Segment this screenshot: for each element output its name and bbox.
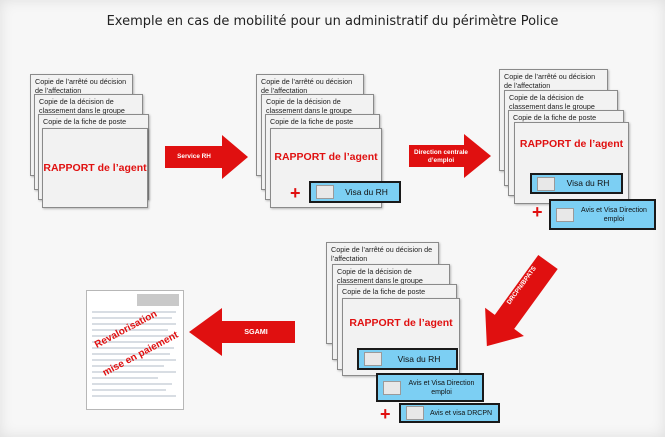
payslip-line bbox=[92, 383, 172, 385]
visa-direction-box: Avis et Visa Direction emploi bbox=[376, 373, 484, 402]
doc-card-classement-label: Copie de la décision de classement dans … bbox=[266, 97, 352, 115]
payslip-line bbox=[92, 329, 168, 331]
payslip-line bbox=[92, 377, 158, 379]
payslip-line bbox=[92, 365, 164, 367]
plus-sign: + bbox=[290, 183, 301, 203]
arrow-direction-centrale-label: Direction centrale d’emploi bbox=[414, 149, 468, 164]
payslip-line bbox=[92, 359, 176, 361]
doc-card-fiche-label: Copie de la fiche de poste bbox=[342, 287, 426, 296]
payslip-line bbox=[92, 323, 176, 325]
arrow-service-rh-label: Service RH bbox=[177, 153, 211, 160]
visa-dircpn-box: Avis et visa DRCPN bbox=[399, 403, 500, 423]
stamp-icon bbox=[316, 185, 334, 199]
doc-card-fiche-label: Copie de la fiche de poste bbox=[270, 117, 354, 126]
visa-dircpn-label: Avis et visa DRCPN bbox=[429, 409, 493, 417]
stamp-icon bbox=[537, 176, 555, 191]
arrow-sgami-label: SGAMI bbox=[244, 327, 268, 336]
doc-card-arrete-label: Copie de l’arrêté ou décision de l’affec… bbox=[331, 245, 433, 263]
doc-card-arrete-label: Copie de l’arrêté ou décision de l’affec… bbox=[35, 77, 127, 95]
arrow-drcpn-shape bbox=[485, 254, 558, 347]
doc-card-classement-label: Copie de la décision de classement dans … bbox=[39, 97, 125, 115]
arrow-sgami-shape bbox=[189, 308, 295, 356]
visa-direction-box: Avis et Visa Direction emploi bbox=[549, 199, 656, 230]
plus-sign: + bbox=[380, 404, 391, 424]
visa-rh-box: Visa du RH bbox=[530, 173, 623, 194]
rapport-card: RAPPORT de l’agent bbox=[42, 128, 148, 208]
stamp-icon bbox=[383, 380, 401, 395]
doc-card-classement-label: Copie de la décision de classement dans … bbox=[509, 93, 595, 111]
payslip-line bbox=[92, 347, 174, 349]
payslip-line bbox=[92, 395, 176, 397]
doc-card-fiche-label: Copie de la fiche de poste bbox=[43, 117, 127, 126]
rapport-label: RAPPORT de l’agent bbox=[519, 137, 624, 150]
payslip-line bbox=[92, 371, 176, 373]
payslip-document: Revalorisation mise en paiement bbox=[86, 290, 184, 410]
payslip-line bbox=[92, 335, 176, 337]
visa-direction-label: Avis et Visa Direction emploi bbox=[581, 206, 647, 223]
arrow-direction-centrale-shape bbox=[409, 134, 491, 178]
doc-card-arrete-label: Copie de l’arrêté ou décision de l’affec… bbox=[504, 72, 596, 90]
visa-rh-label: Visa du RH bbox=[566, 178, 610, 188]
plus-sign: + bbox=[532, 202, 543, 222]
page-title: Exemple en cas de mobilité pour un admin… bbox=[106, 14, 559, 29]
payslip-line bbox=[92, 311, 176, 313]
doc-card-fiche-label: Copie de la fiche de poste bbox=[513, 113, 597, 122]
doc-card-classement-label: Copie de la décision de classement dans … bbox=[337, 267, 423, 285]
visa-direction-label: Avis et Visa Direction emploi bbox=[408, 379, 475, 396]
rapport-label: RAPPORT de l’agent bbox=[43, 161, 147, 174]
arrow-service-rh-shape bbox=[165, 135, 248, 179]
visa-rh-box: Visa du RH bbox=[357, 348, 458, 370]
rapport-label: RAPPORT de l’agent bbox=[349, 316, 453, 329]
doc-card-arrete-label: Copie de l’arrêté ou décision de l’affec… bbox=[261, 77, 353, 95]
stamp-icon bbox=[556, 207, 574, 222]
payslip-line bbox=[92, 317, 172, 319]
visa-rh-label: Visa du RH bbox=[345, 186, 388, 197]
payslip-line bbox=[92, 353, 170, 355]
payslip-header-block bbox=[137, 294, 179, 306]
payslip-line bbox=[92, 341, 162, 343]
visa-rh-box: Visa du RH bbox=[309, 181, 401, 203]
visa-rh-label: Visa du RH bbox=[397, 353, 441, 364]
stamp-icon bbox=[406, 406, 424, 420]
stamp-icon bbox=[364, 352, 382, 366]
payslip-line bbox=[92, 389, 166, 391]
rapport-label: RAPPORT de l’agent bbox=[274, 150, 378, 163]
